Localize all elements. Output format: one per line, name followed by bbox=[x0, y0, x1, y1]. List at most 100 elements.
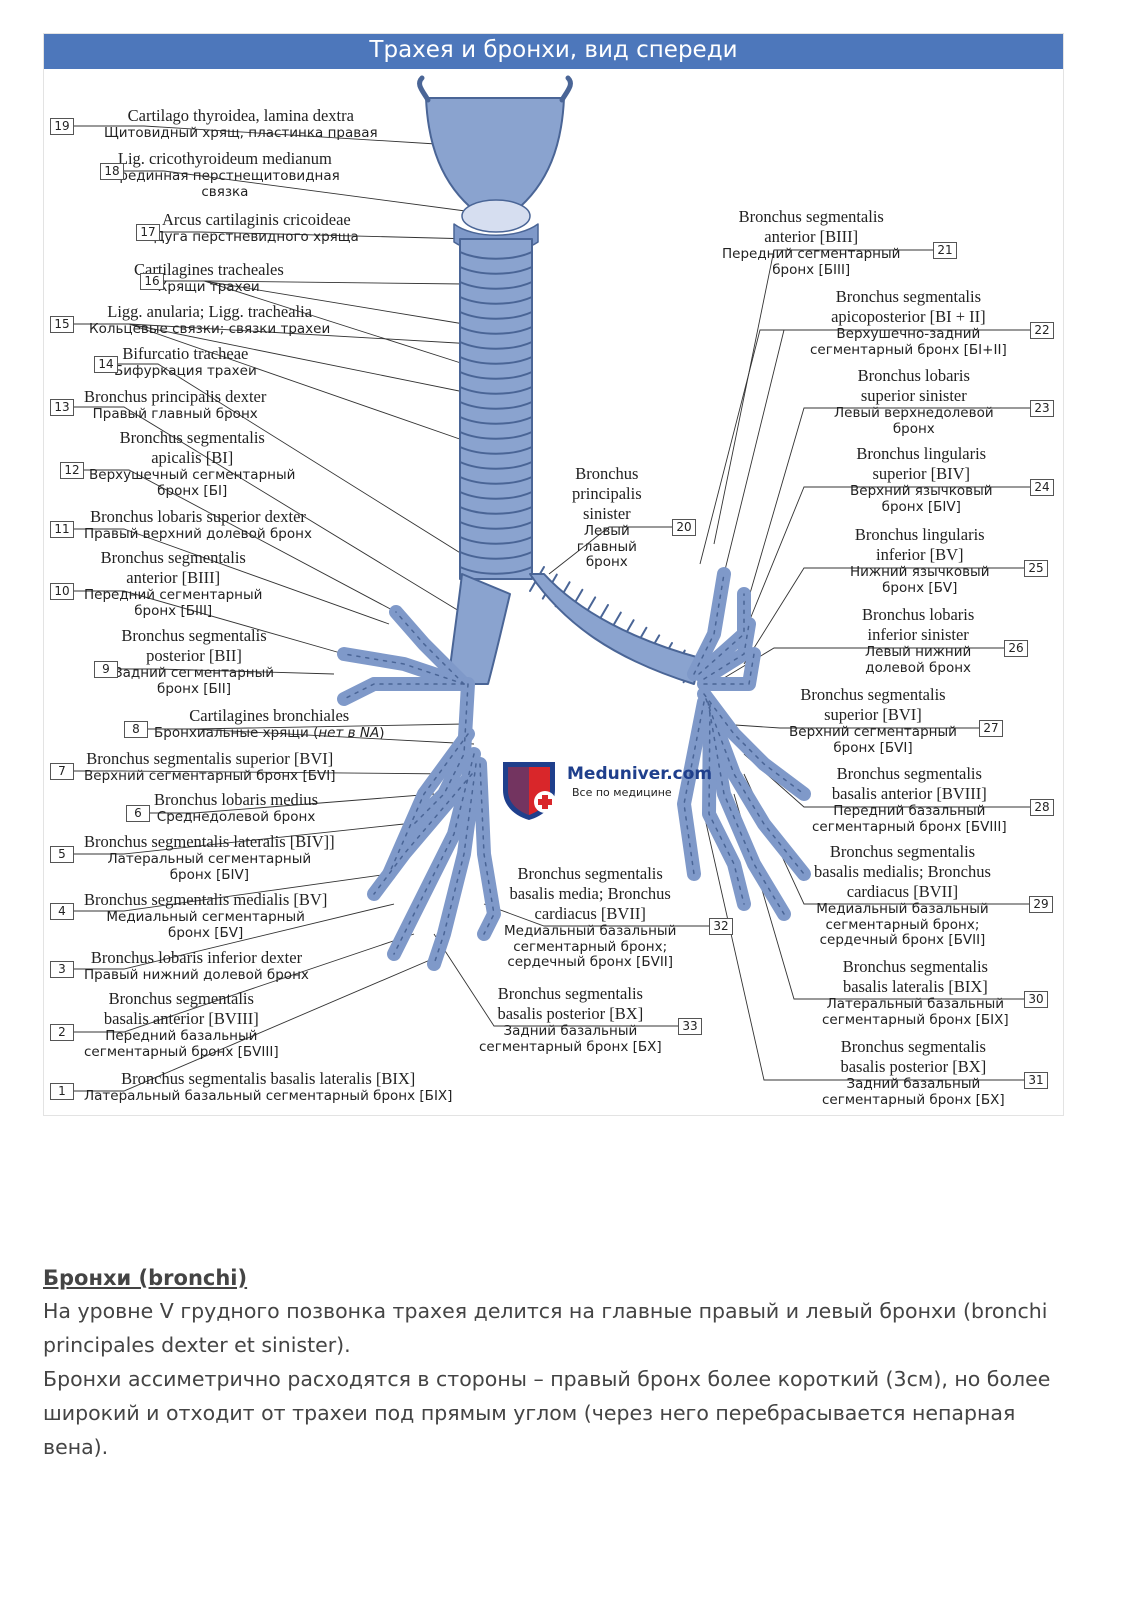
latin-term: Cartilagines tracheales bbox=[134, 260, 284, 279]
russian-term: Верхний сегментарный bbox=[789, 724, 957, 740]
article-paragraph: Бронхи ассиметрично расходятся в стороны… bbox=[43, 1367, 1051, 1459]
latin-term: Bronchus lobaris superior dexter bbox=[90, 507, 306, 526]
latin-term: principalis bbox=[572, 484, 642, 503]
russian-term: Латеральный сегментарный bbox=[107, 851, 312, 867]
russian-term: Медиальный базальный bbox=[816, 901, 989, 917]
latin-term: Bronchus lobaris bbox=[857, 366, 970, 385]
segmental-bronchus-rings bbox=[703, 693, 805, 795]
leader-line-11 bbox=[74, 528, 390, 625]
label-number-7: 7 bbox=[50, 763, 74, 780]
tracheal-ring bbox=[459, 506, 533, 515]
russian-term: Передний базальный bbox=[105, 1028, 258, 1044]
cricothyroid-ligament bbox=[461, 199, 531, 233]
russian-term: Верхний сегментарный бронх [БVI] bbox=[84, 768, 336, 784]
segmental-bronchus bbox=[473, 757, 501, 941]
meduniver-watermark: Meduniver.com Все по медицине bbox=[499, 756, 712, 826]
label-number-8: 8 bbox=[124, 721, 148, 738]
label-1: Bronchus segmentalis basalis lateralis [… bbox=[84, 1069, 452, 1105]
russian-term: сегментарный бронх [БI+II] bbox=[810, 341, 1007, 358]
shield-icon bbox=[503, 762, 556, 820]
leader-line-20 bbox=[548, 526, 672, 575]
tracheal-ring bbox=[459, 281, 533, 290]
label-number-14: 14 bbox=[94, 356, 118, 373]
label-number-33: 33 bbox=[678, 1018, 702, 1035]
russian-term: Бифуркация трахеи bbox=[114, 363, 257, 379]
russian-term-text: Бронхиальные хрящи ( bbox=[154, 725, 319, 741]
watermark-tagline: Все по медицине bbox=[572, 786, 672, 799]
tracheal-ring bbox=[459, 266, 533, 275]
leader-line-14 bbox=[118, 363, 495, 575]
tracheal-ring bbox=[459, 536, 533, 545]
russian-term: бронх [БIV] bbox=[881, 498, 961, 515]
label-number-30: 30 bbox=[1024, 991, 1048, 1008]
russian-term: сегментарный бронх; bbox=[825, 916, 980, 933]
label-number-21: 21 bbox=[933, 242, 957, 259]
russian-term-text: ) bbox=[379, 725, 385, 741]
russian-term: Срединная перстнещитовидная bbox=[110, 168, 340, 184]
leader-line-7 bbox=[74, 770, 455, 775]
tracheal-ring bbox=[459, 521, 533, 530]
russian-term: долевой бронх bbox=[865, 659, 972, 676]
segmental-bronchus-rings bbox=[395, 611, 465, 685]
leader-line-18 bbox=[124, 170, 489, 215]
russian-term: Верхушечно-задний bbox=[836, 326, 981, 342]
latin-term: basalis posterior [BX] bbox=[840, 1057, 987, 1076]
article-heading[interactable]: Бронхи (bronchi) bbox=[43, 1266, 248, 1290]
latin-term: superior [BIV] bbox=[872, 464, 971, 483]
label-number-10: 10 bbox=[50, 583, 74, 600]
label-number-25: 25 bbox=[1024, 560, 1048, 577]
latin-term: Bronchus lobaris inferior dexter bbox=[90, 948, 303, 967]
latin-term: inferior sinister bbox=[867, 625, 969, 644]
latin-term: Bronchus segmentalis bbox=[497, 984, 643, 1003]
tracheal-ring bbox=[459, 551, 533, 560]
russian-term: бронх [БIII] bbox=[772, 261, 851, 278]
tracheal-ring bbox=[459, 416, 533, 425]
latin-term: anterior [BIII] bbox=[764, 227, 859, 246]
russian-term: бронх [БV] bbox=[168, 924, 244, 941]
leader-line-31 bbox=[703, 813, 1024, 1081]
latin-term: apicalis [BI] bbox=[151, 448, 234, 467]
russian-term: главный bbox=[576, 538, 637, 555]
latin-term: Bronchus segmentalis bbox=[100, 548, 246, 567]
latin-term: Bronchus segmentalis bbox=[835, 287, 981, 306]
label-number-12: 12 bbox=[60, 462, 84, 479]
latin-term: Cartilago thyroidea, lamina dextra bbox=[127, 106, 354, 125]
segmental-branch-outlines bbox=[343, 573, 805, 965]
leader-line-26 bbox=[713, 647, 1004, 685]
label-number-6: 6 bbox=[126, 805, 150, 822]
latin-term: cardiacus [BVII] bbox=[846, 882, 959, 901]
russian-term: сегментарный бронх [БVIII] bbox=[84, 1043, 279, 1060]
russian-term: Левый bbox=[583, 523, 630, 539]
russian-term: бронх [БII] bbox=[157, 680, 232, 697]
latin-term: anterior [BIII] bbox=[126, 568, 221, 587]
thyroid-horn-right bbox=[559, 75, 573, 103]
leader-line-16 bbox=[164, 280, 465, 365]
segmental-bronchus bbox=[337, 677, 471, 706]
segmental-bronchus-rings bbox=[433, 763, 477, 965]
label-number-26: 26 bbox=[1004, 640, 1028, 657]
segmental-bronchus-rings bbox=[343, 653, 465, 685]
leader-line-4 bbox=[74, 873, 390, 912]
label-5: Bronchus segmentalis lateralis [BIV]]Лат… bbox=[84, 832, 335, 883]
leader-line-10 bbox=[74, 590, 345, 655]
tracheal-ring bbox=[459, 311, 533, 320]
watermark-name: Meduniver.com bbox=[567, 764, 713, 784]
russian-term: Левый нижний bbox=[865, 644, 972, 660]
latin-term: basalis anterior [BVIII] bbox=[103, 1009, 259, 1028]
russian-term: сегментарный бронх; bbox=[513, 938, 668, 955]
leader-line-2 bbox=[74, 933, 415, 1033]
article-section: Бронхи (bronchi) На уровне V грудного по… bbox=[43, 1266, 1073, 1464]
segmental-bronchus-rings bbox=[707, 701, 785, 915]
tracheal-ring bbox=[459, 566, 533, 575]
segmental-bronchus-rings bbox=[703, 623, 750, 680]
